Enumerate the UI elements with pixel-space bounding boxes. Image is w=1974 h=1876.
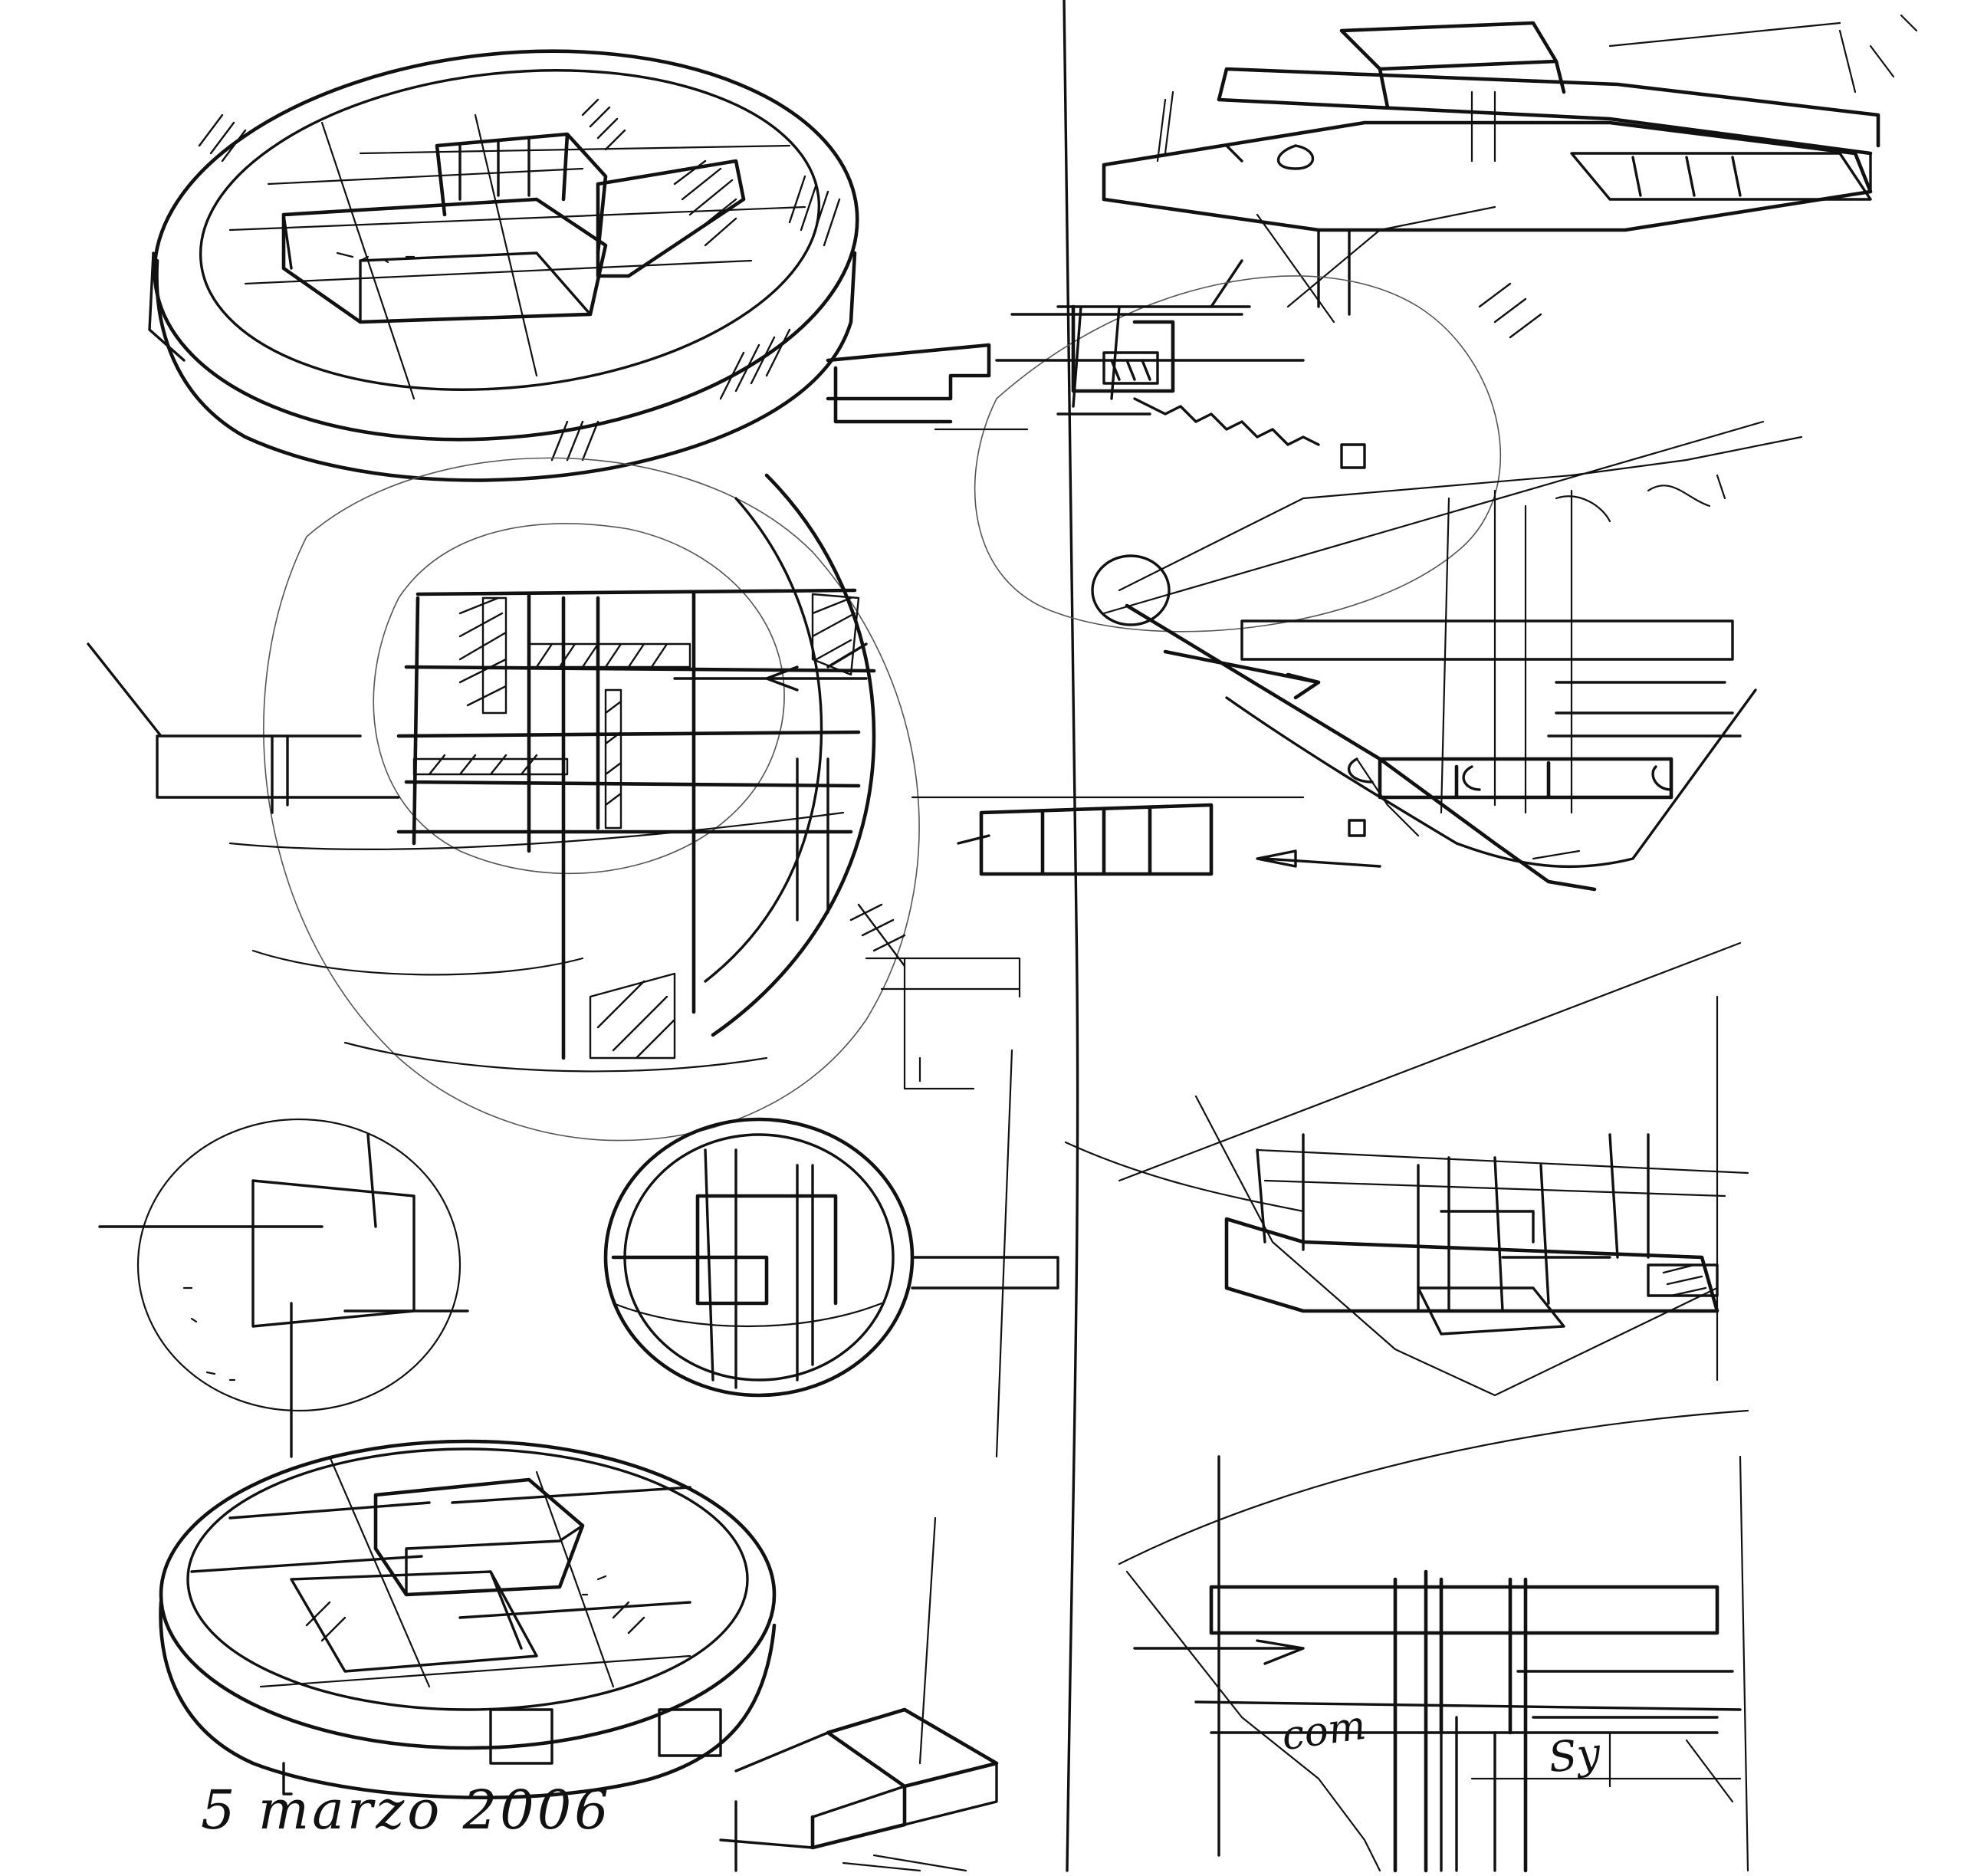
bottom-left-axonometric-sketch <box>159 1439 777 1799</box>
bottom-middle-axonometric-sketch <box>719 1049 1013 1872</box>
right-upper-section-sketch <box>826 275 1803 892</box>
top-right-axonometric-sketch <box>1102 14 1918 339</box>
small-plan-circle-left <box>98 1118 469 1458</box>
section-label-sy: Sy <box>1545 1728 1603 1782</box>
page-divider-line <box>1063 0 1079 1872</box>
date-annotation: 5 marzo 2006 <box>201 1779 612 1842</box>
right-lower-section-sketch <box>1118 1409 1749 1873</box>
top-left-axonometric-sketch <box>148 49 859 482</box>
left-plan-sketch <box>87 457 1021 1142</box>
right-middle-section-sketch <box>1064 941 1749 1397</box>
small-plan-circle-right <box>603 1117 1059 1398</box>
